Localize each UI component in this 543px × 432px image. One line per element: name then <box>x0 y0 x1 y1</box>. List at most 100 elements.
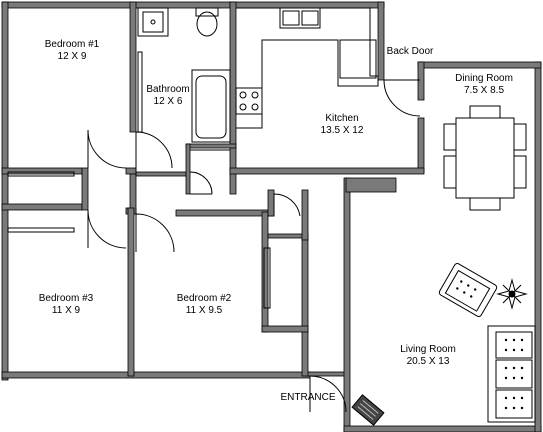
wall-bath-bottom <box>185 143 237 149</box>
door-closet-hall <box>273 193 301 217</box>
wall-living-bottom <box>343 425 542 432</box>
sink-bowl-left <box>282 10 300 26</box>
label-bedroom3: Bedroom #3 11 X 9 <box>24 293 108 317</box>
room-name: Bedroom #2 <box>176 293 232 304</box>
closet-bed1 <box>7 171 75 177</box>
toilet-bowl <box>196 11 218 37</box>
counter-outline <box>236 7 379 129</box>
room-dims: 11 X 9.5 <box>185 305 223 316</box>
door-back <box>383 79 421 117</box>
armchair <box>438 263 498 317</box>
kitchen-sink <box>279 7 321 29</box>
label-dining: Dining Room 7.5 X 8.5 <box>446 73 522 97</box>
label-back-door: Back Door <box>382 46 438 58</box>
dining-furniture <box>443 105 527 211</box>
room-name: Bedroom #1 <box>44 39 100 50</box>
door-bedroom1 <box>87 129 127 169</box>
room-name: Dining Room <box>455 73 513 84</box>
door-linen <box>189 171 213 195</box>
kitchen-counter <box>235 7 379 129</box>
dining-chair <box>443 155 457 189</box>
room-dims: 13.5 X 12 <box>320 125 364 136</box>
wall-bed2-right-b <box>267 189 275 217</box>
label-bedroom2: Bedroom #2 11 X 9.5 <box>162 293 246 317</box>
wall-kitchen-right <box>377 1 385 81</box>
dining-table <box>455 117 515 199</box>
label-entrance: ENTRANCE <box>276 392 340 404</box>
wall-hall-top <box>135 171 187 177</box>
dining-chair <box>469 197 501 211</box>
toilet-tank <box>195 7 219 17</box>
vanity <box>137 7 169 37</box>
wall-bed2-right-a <box>261 211 269 333</box>
plant-icon <box>496 278 528 310</box>
burner <box>251 103 259 111</box>
burner <box>239 91 247 99</box>
wall-bed1-bottom <box>1 167 83 175</box>
room-name: Living Room <box>400 344 456 355</box>
dining-chair <box>443 123 457 151</box>
burner <box>251 91 259 99</box>
wall-bed3-right <box>127 207 135 377</box>
bath-sink <box>142 11 164 33</box>
wall-hall-vert <box>301 189 309 241</box>
doors <box>87 79 421 413</box>
wall-closet-right <box>301 235 309 377</box>
door-entrance <box>309 375 347 413</box>
label-bathroom: Bathroom 12 X 6 <box>140 84 196 108</box>
dining-chair <box>469 105 501 119</box>
wall-kitchen-mid <box>345 177 397 193</box>
room-dims: 20.5 X 13 <box>406 356 450 367</box>
wall-bottom-entrance <box>305 371 347 377</box>
closet-bed3 <box>7 227 75 233</box>
door-bathroom <box>135 131 173 176</box>
door-bedroom3 <box>87 209 127 249</box>
wall-bed2-top <box>175 209 275 217</box>
wall-kitchen-dining <box>417 117 425 173</box>
sofa <box>487 325 536 423</box>
closet-bed2 <box>263 247 271 309</box>
wall-bed3-top <box>1 203 83 211</box>
sofa-seat <box>495 389 533 419</box>
living-furniture <box>351 263 536 426</box>
room-name: Kitchen <box>325 113 359 124</box>
door-bedroom2 <box>135 213 175 253</box>
room-name: Bedroom #3 <box>38 293 94 304</box>
wall-top-kitchen <box>229 1 385 9</box>
room-dims: 12 X 6 <box>153 96 183 107</box>
room-dims: 11 X 9 <box>51 305 81 316</box>
room-name: Bathroom <box>146 84 190 95</box>
sofa-seat <box>495 331 533 359</box>
label-kitchen: Kitchen 13.5 X 12 <box>304 113 380 137</box>
wall-linen <box>185 143 191 195</box>
dining-chair <box>513 123 527 151</box>
tv-icon <box>351 394 385 426</box>
wall-bath-right <box>229 1 237 195</box>
dining-chair <box>513 155 527 189</box>
wall-closet-bottom <box>261 325 309 333</box>
burner <box>239 103 247 111</box>
closets <box>7 149 271 309</box>
wall-dining-top <box>417 61 542 69</box>
wall-hall-left-a <box>81 167 89 211</box>
wall-right <box>534 61 542 432</box>
refrigerator <box>339 39 377 79</box>
wall-top-left <box>1 1 233 9</box>
label-living: Living Room 20.5 X 13 <box>388 344 468 368</box>
bathtub-inner <box>195 75 227 139</box>
room-dims: 7.5 X 8.5 <box>463 85 505 96</box>
back-door-text: Back Door <box>386 46 434 57</box>
wall-dining-left <box>417 61 425 101</box>
bathtub <box>191 69 231 143</box>
wall-hall-kitchen <box>229 167 425 175</box>
sofa-tufting <box>504 338 524 410</box>
bathroom-fixtures <box>137 7 231 143</box>
wall-bottom-left <box>1 371 311 379</box>
wall-bed1-right <box>129 1 137 133</box>
wall-bed1-bottom-right <box>125 167 137 175</box>
sofa-seat <box>495 359 533 389</box>
wall-left <box>1 1 9 381</box>
entrance-text: ENTRANCE <box>280 392 336 403</box>
